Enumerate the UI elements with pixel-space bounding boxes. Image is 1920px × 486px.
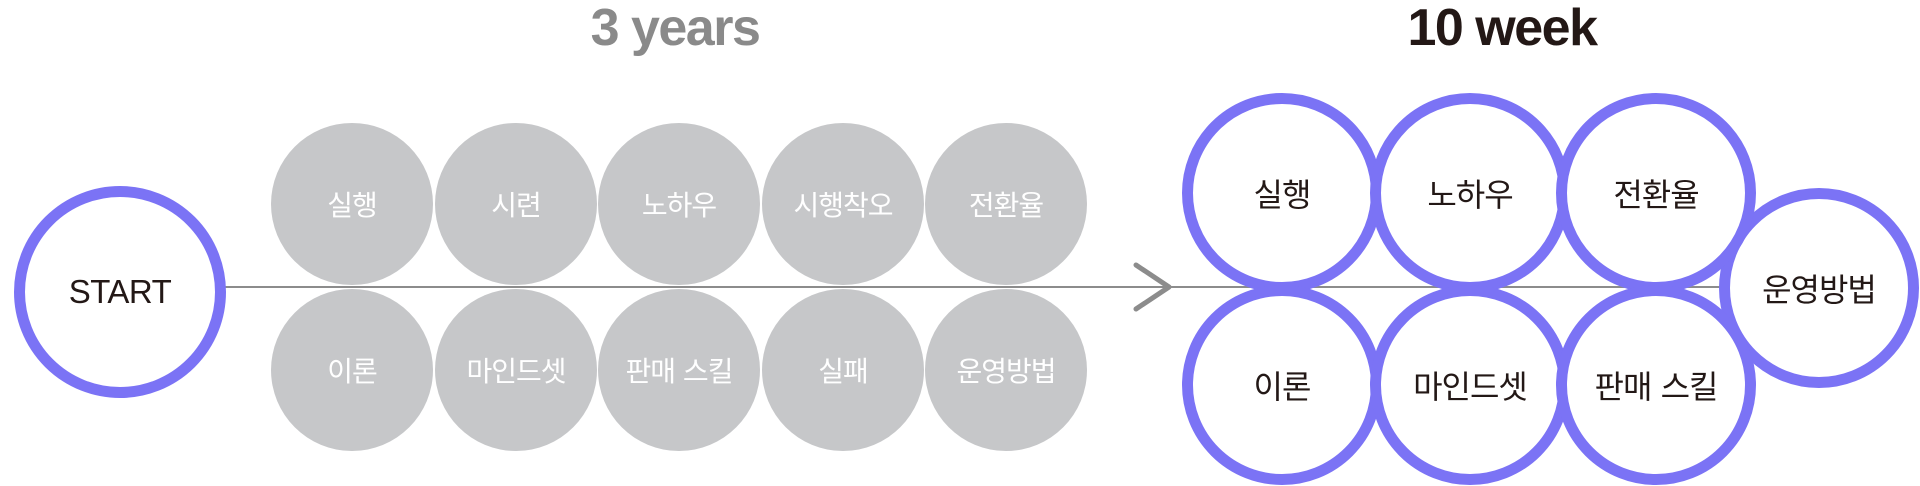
timeline-axis xyxy=(220,286,1760,288)
week-circle-label: 마인드셋 xyxy=(1413,368,1528,406)
week-circle-label: 이론 xyxy=(1253,368,1312,406)
years-circle: 실패 xyxy=(762,289,924,451)
years-circle-label: 실행 xyxy=(327,189,378,222)
years-circle-label: 판매 스킬 xyxy=(625,355,734,388)
years-circle: 운영방법 xyxy=(925,289,1087,451)
start-circle: START xyxy=(14,186,226,398)
years-circle-label: 운영방법 xyxy=(956,355,1056,388)
week-circle-label: 실행 xyxy=(1253,176,1312,214)
years-circle: 마인드셋 xyxy=(435,289,597,451)
years-circle: 실행 xyxy=(271,123,433,285)
week-circle-label: 판매 스킬 xyxy=(1594,368,1719,406)
start-label: START xyxy=(68,273,172,310)
years-circle-label: 시행착오 xyxy=(793,189,893,222)
years-circle-label: 실패 xyxy=(818,355,869,388)
week-circle-label: 전환율 xyxy=(1613,176,1699,214)
week-circle: 이론 xyxy=(1182,285,1382,485)
years-circle: 전환율 xyxy=(925,123,1087,285)
week-circle: 판매 스킬 xyxy=(1556,285,1756,485)
years-circle-label: 전환율 xyxy=(968,189,1044,222)
three-years-heading: 3 years xyxy=(590,0,761,57)
week-circle-label: 노하우 xyxy=(1427,176,1513,214)
week-circle: 실행 xyxy=(1182,93,1382,293)
chevron-right-icon xyxy=(1133,262,1172,312)
years-circle: 노하우 xyxy=(598,123,760,285)
years-circle: 이론 xyxy=(271,289,433,451)
years-circle: 시행착오 xyxy=(762,123,924,285)
years-circle-label: 마인드셋 xyxy=(466,355,566,388)
week-circle: 전환율 xyxy=(1556,93,1756,293)
week-circle: 운영방법 xyxy=(1719,188,1919,388)
years-circle: 시련 xyxy=(435,123,597,285)
years-circle-label: 시련 xyxy=(491,189,542,222)
week-circle: 노하우 xyxy=(1370,93,1570,293)
week-circle: 마인드셋 xyxy=(1370,285,1570,485)
years-circle-label: 이론 xyxy=(327,355,378,388)
week-circle-label: 운영방법 xyxy=(1762,271,1877,309)
ten-week-heading: 10 week xyxy=(1407,0,1599,57)
years-circle-label: 노하우 xyxy=(641,189,717,222)
years-circle: 판매 스킬 xyxy=(598,289,760,451)
